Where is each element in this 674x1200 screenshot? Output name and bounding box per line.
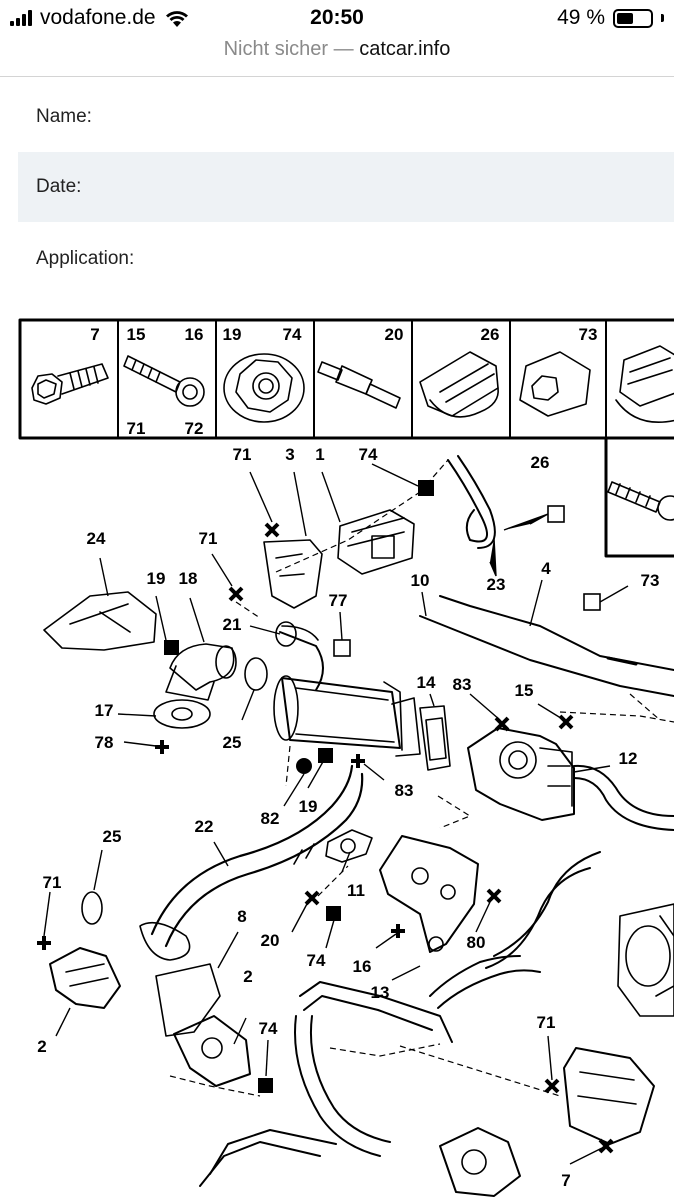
part-callout-label: 2 xyxy=(37,1037,46,1056)
application-row: Application: xyxy=(18,224,674,294)
application-label: Application: xyxy=(36,248,135,269)
battery-cap xyxy=(661,14,664,22)
part-callout-label: 71 xyxy=(537,1013,556,1032)
part-number-label: 20 xyxy=(385,325,404,344)
nut-clip-icon xyxy=(519,351,591,417)
lower-heat-shield xyxy=(563,1047,655,1145)
heat-shield xyxy=(43,591,157,651)
part-callout-label: 18 xyxy=(179,569,198,588)
parts-table-labels: 7 15 16 71 72 19 74 20 26 73 xyxy=(90,325,597,438)
part-number-label: 73 xyxy=(579,325,598,344)
part-number-label: 72 xyxy=(185,419,204,438)
part-number-label: 19 xyxy=(223,325,242,344)
engine-block-fragment xyxy=(617,903,674,1017)
part-callout-label: 71 xyxy=(199,529,218,548)
battery-icon xyxy=(613,8,653,28)
support-bracket xyxy=(379,835,479,953)
carrier-name: vodafone.de xyxy=(40,6,156,29)
security-warning: Nicht sicher — xyxy=(223,38,354,60)
egr-cooler xyxy=(273,675,421,757)
status-left: vodafone.de xyxy=(10,6,190,30)
part-callout-label: 4 xyxy=(541,559,551,578)
part-number-label: 71 xyxy=(127,419,146,438)
extra-screw-icon xyxy=(607,481,674,521)
date-row: Date: xyxy=(18,152,674,222)
part-callout-label: 14 xyxy=(417,673,436,692)
part-callout-label: 24 xyxy=(87,529,106,548)
part-callout-label: 3 xyxy=(285,445,294,464)
flange-nut-icon xyxy=(223,353,305,423)
part-callout-label: 7 xyxy=(561,1171,570,1190)
battery-percent: 49 % xyxy=(557,6,605,29)
part-callout-label: 78 xyxy=(95,733,114,752)
part-callout-label: 12 xyxy=(619,749,638,768)
egr-valve-lower xyxy=(49,947,251,1087)
part-callout-label: 11 xyxy=(347,881,365,900)
part-callout-label: 13 xyxy=(371,983,390,1002)
part-callout-label: 1 xyxy=(315,445,324,464)
egr-valve-top xyxy=(263,509,415,609)
part-callout-label: 26 xyxy=(531,453,550,472)
part-callout-label: 19 xyxy=(147,569,166,588)
part-callout-label: 74 xyxy=(359,445,378,464)
part-number-label: 74 xyxy=(283,325,302,344)
part-callout-label: 10 xyxy=(411,571,430,590)
flange-bolt-icon xyxy=(31,363,109,405)
part-callout-label: 22 xyxy=(195,817,214,836)
part-callout-label: 83 xyxy=(395,781,414,800)
egr-actuator xyxy=(467,727,575,821)
name-label: Name: xyxy=(36,106,92,127)
clock: 20:50 xyxy=(310,6,364,29)
part-callout-label: 16 xyxy=(353,957,372,976)
part-callout-label: 15 xyxy=(515,681,534,700)
part-callout-label: 19 xyxy=(299,797,318,816)
part-number-label: 26 xyxy=(481,325,500,344)
part-callout-label: 8 xyxy=(237,907,246,926)
name-row: Name: xyxy=(18,82,674,152)
address-bar-divider xyxy=(0,76,674,77)
part-callout-label: 71 xyxy=(233,445,252,464)
stud-icon xyxy=(317,361,401,409)
part-callout-label: 25 xyxy=(103,827,122,846)
egr-elbow xyxy=(153,643,237,729)
hose-clamp-icon xyxy=(615,345,674,423)
part-callout-label: 25 xyxy=(223,733,242,752)
clip-icon xyxy=(419,351,499,418)
date-label: Date: xyxy=(36,176,82,197)
cellular-signal-icon xyxy=(10,10,32,26)
part-callout-label: 2 xyxy=(243,967,252,986)
url-host: catcar.info xyxy=(359,38,451,60)
part-callout-label: 21 xyxy=(223,615,242,634)
part-callout-label: 20 xyxy=(261,931,280,950)
part-callout-label: 77 xyxy=(329,591,348,610)
part-callout-label: 74 xyxy=(259,1019,278,1038)
status-right: 49 % xyxy=(557,6,664,30)
part-callout-label: 23 xyxy=(487,575,506,594)
part-number-label: 15 xyxy=(127,325,146,344)
part-callout-label: 17 xyxy=(95,701,114,720)
wifi-icon xyxy=(165,11,188,27)
part-callout-label: 73 xyxy=(641,571,660,590)
part-callout-label: 83 xyxy=(453,675,472,694)
part-number-label: 7 xyxy=(90,325,99,344)
part-callout-label: 82 xyxy=(261,809,280,828)
lower-harness xyxy=(199,981,521,1197)
parts-table xyxy=(18,318,674,558)
part-callout-label: 71 xyxy=(43,873,62,892)
part-callout-label: 80 xyxy=(467,933,486,952)
part-number-label: 16 xyxy=(185,325,204,344)
battery-fill xyxy=(617,12,633,24)
part-callout-label: 74 xyxy=(307,951,326,970)
long-bolt-icon xyxy=(123,355,205,407)
egr-pipe xyxy=(139,764,364,961)
status-bar: vodafone.de 20:50 49 % xyxy=(0,0,674,36)
parts-diagram-svg: 7131742624711918217710234731778251483151… xyxy=(18,318,674,1197)
address-bar[interactable]: Nicht sicher — catcar.info xyxy=(0,36,674,76)
